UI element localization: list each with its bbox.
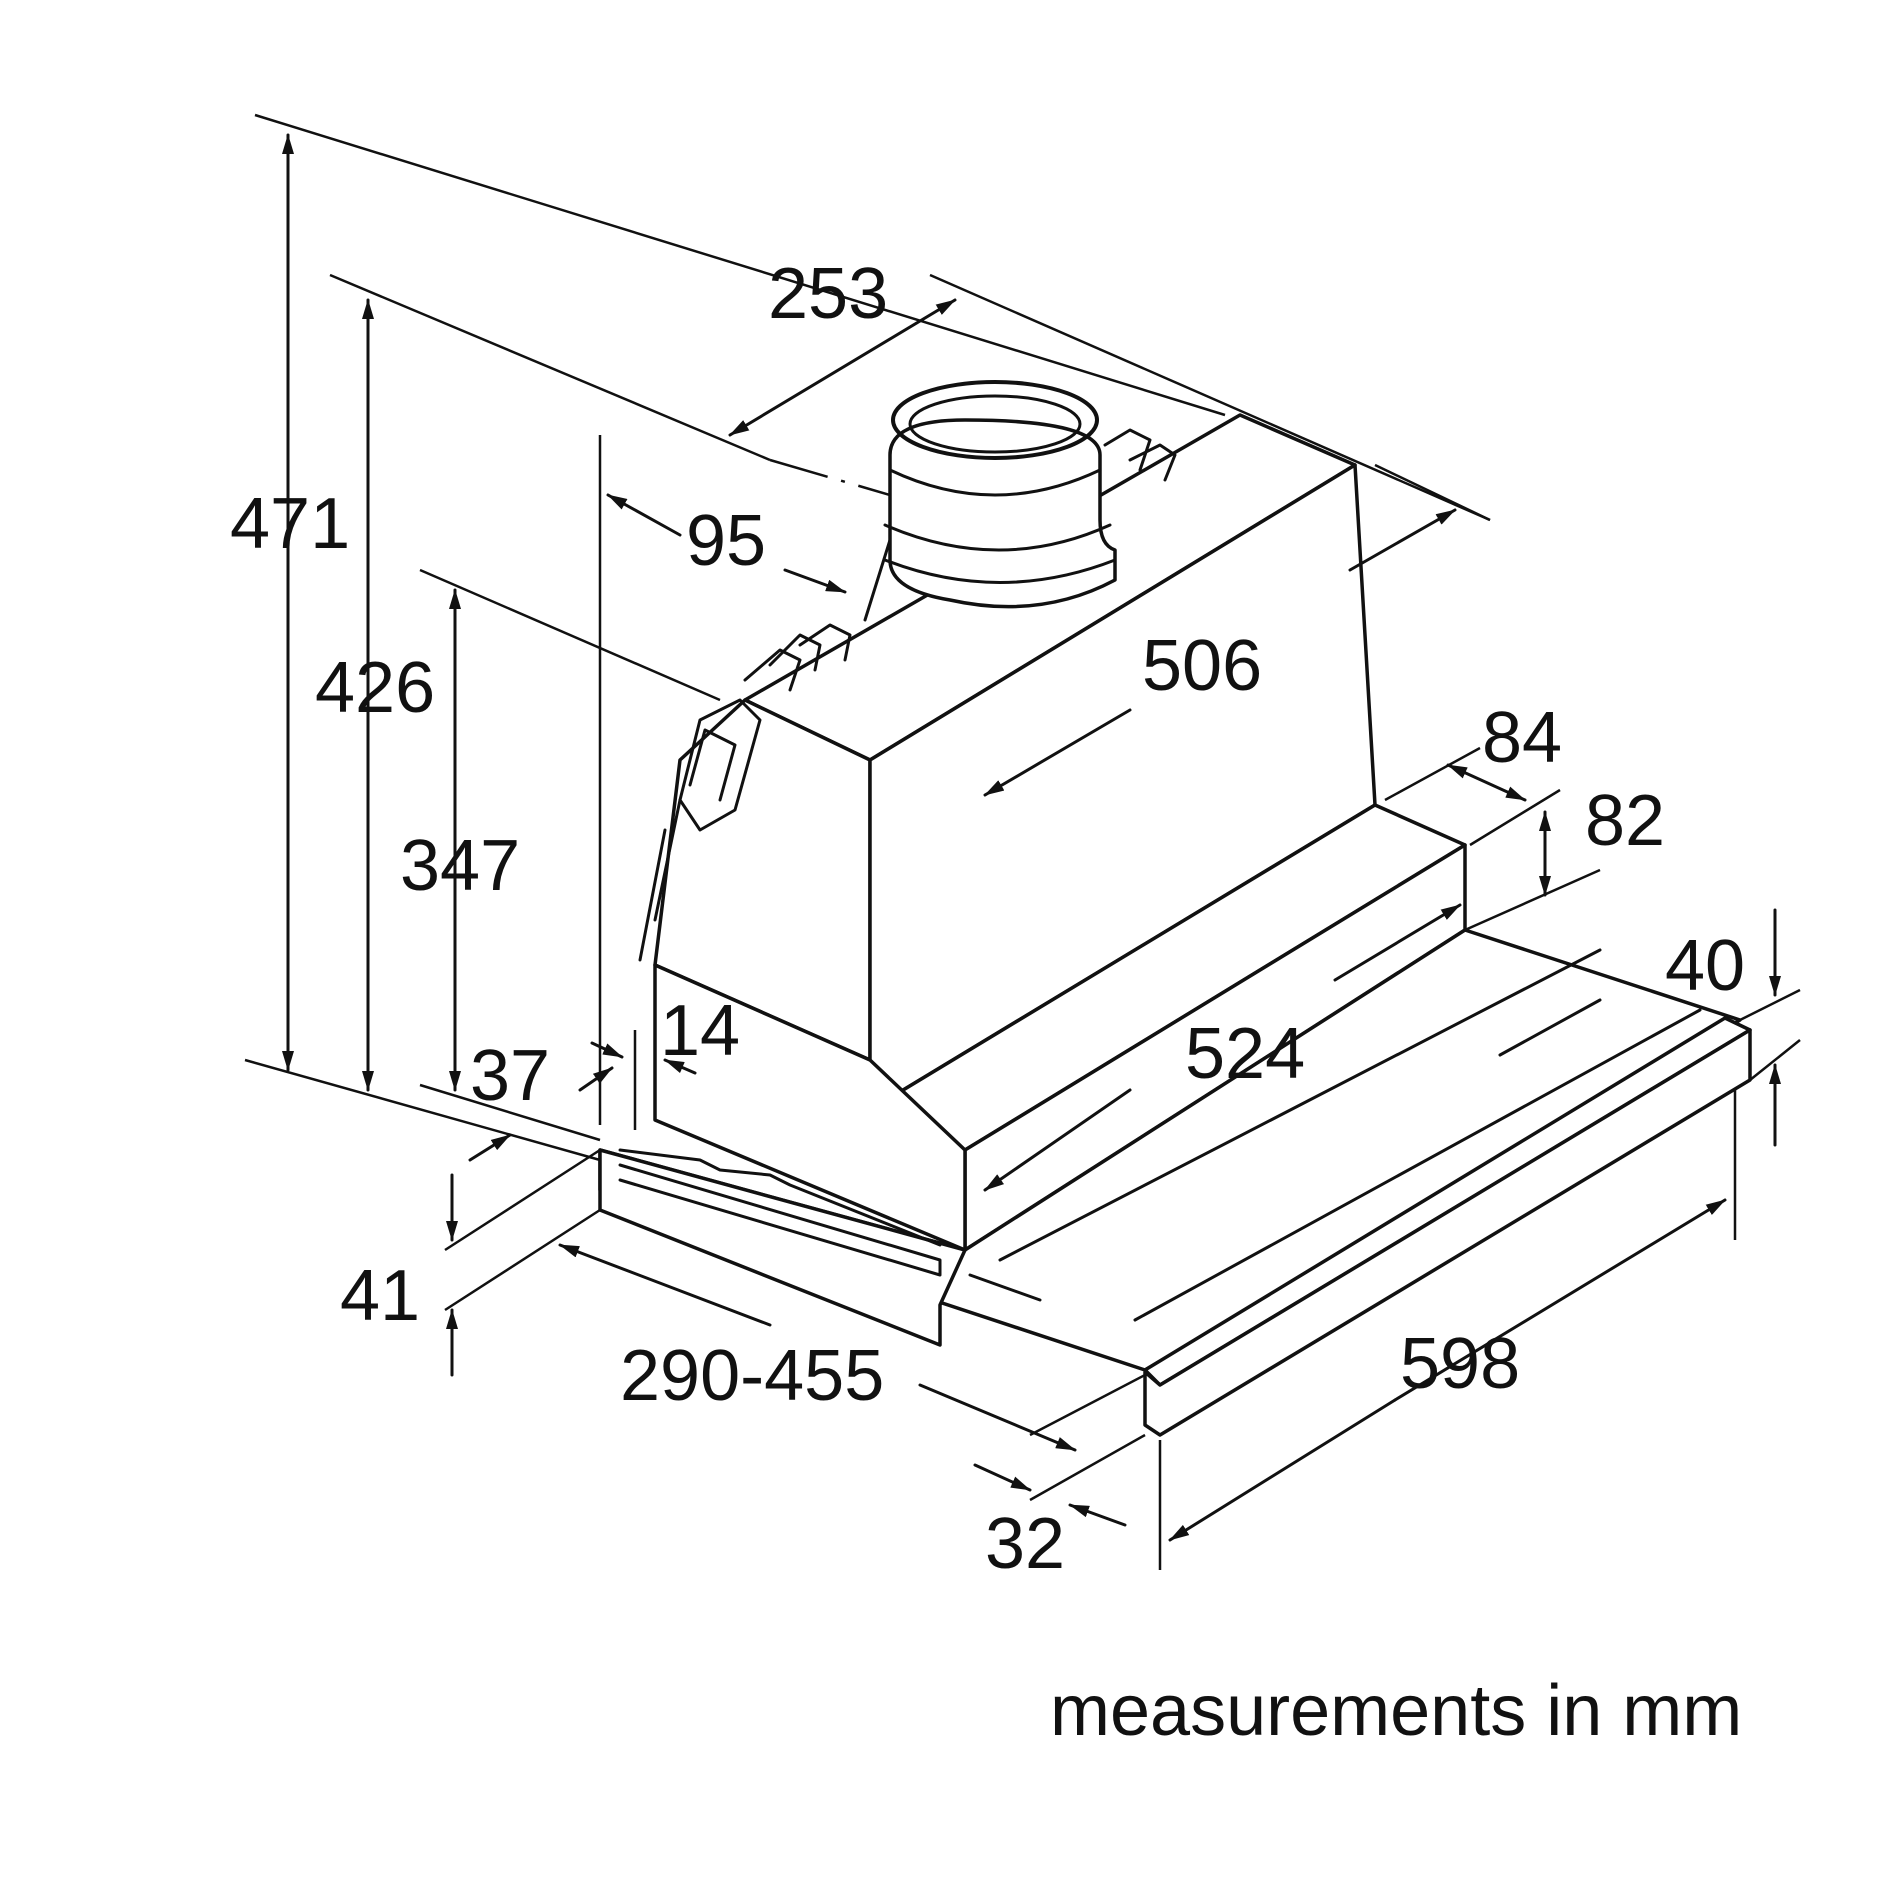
dimension-arrows [282, 133, 1781, 1542]
dim-471-label: 471 [230, 484, 350, 564]
dim-84-label: 84 [1482, 698, 1562, 778]
exhaust-spigot [863, 380, 1117, 622]
dim-95-label: 95 [686, 501, 766, 581]
dim-347-label: 347 [400, 826, 520, 906]
measurement-units-caption: measurements in mm [1050, 1671, 1742, 1751]
dim-290-455-label: 290-455 [620, 1336, 884, 1416]
dim-598-label: 598 [1400, 1324, 1520, 1404]
mounting-clips [638, 428, 1177, 962]
dim-41-label: 41 [340, 1256, 420, 1336]
dim-426-label: 426 [315, 648, 435, 728]
dim-506-label: 506 [1142, 626, 1262, 706]
dim-253-label: 253 [768, 254, 888, 334]
dimension-labels: 471 426 347 253 95 506 84 82 40 524 14 3… [230, 254, 1745, 1584]
dim-82-label: 82 [1585, 781, 1665, 861]
dim-37-label: 37 [470, 1036, 550, 1116]
extension-lines [244, 113, 1801, 1570]
dim-14-label: 14 [660, 991, 740, 1071]
dim-32-label: 32 [985, 1504, 1065, 1584]
hood-body [598, 380, 1752, 1437]
hood-left-lower-panel [653, 963, 967, 1252]
tray-grill-details [618, 948, 1702, 1322]
hood-tray-base [598, 1148, 967, 1347]
dim-40-label: 40 [1665, 926, 1745, 1006]
dim-524-label: 524 [1185, 1014, 1305, 1094]
